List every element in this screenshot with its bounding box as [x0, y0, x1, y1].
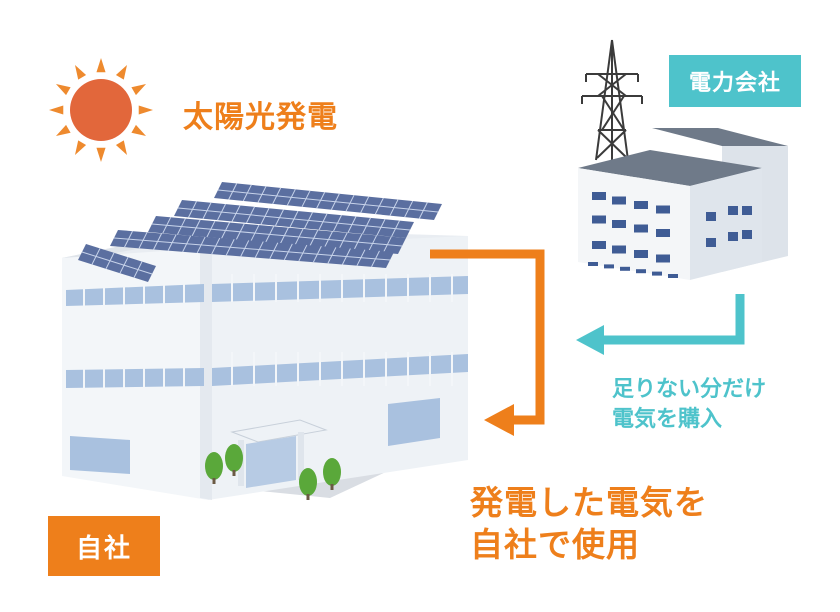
self-use-text-line-1: 発電した電気を [470, 483, 708, 522]
office-building-icon [578, 128, 788, 280]
self-use-text-line-2: 自社で使用 [470, 525, 640, 564]
power-company-badge: 電力会社 [669, 55, 801, 107]
self-use-arrow [430, 249, 545, 436]
own-company-label: 自社 [75, 533, 132, 564]
solar-power-label: 太陽光発電 [183, 100, 338, 135]
power-company-label: 電力会社 [688, 71, 781, 96]
purchase-text-line-1: 足りない分だけ [612, 377, 767, 402]
purchase-text-line-2: 電気を購入 [612, 407, 723, 432]
purchase-arrow [576, 294, 745, 355]
own-company-badge: 自社 [48, 516, 160, 576]
solar-panel-array [78, 182, 442, 282]
transmission-tower-icon [581, 39, 643, 161]
sun-icon [49, 58, 153, 162]
